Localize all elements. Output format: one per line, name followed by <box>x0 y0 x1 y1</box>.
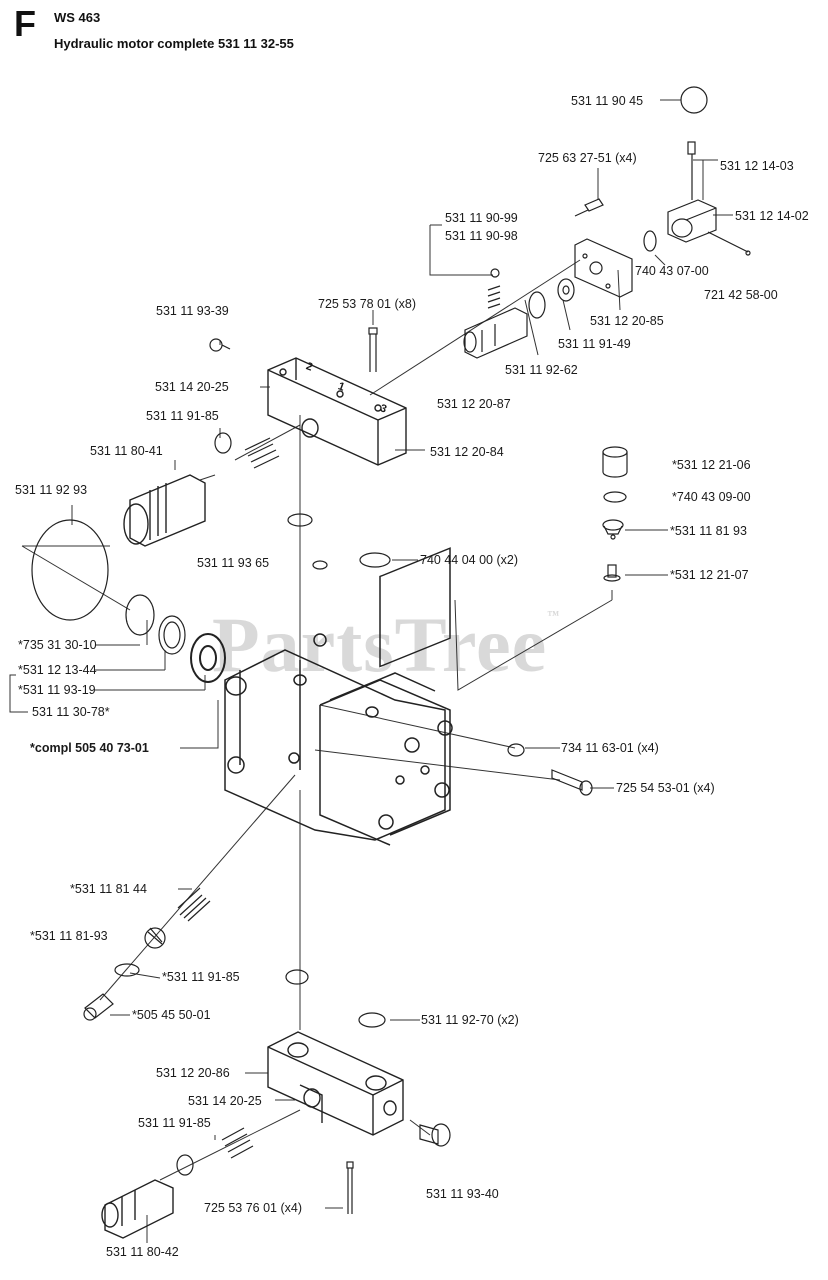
part-label: *531 11 81-93 <box>30 929 108 943</box>
upper-valve-block-part <box>267 357 407 466</box>
o-ring-part <box>359 552 391 568</box>
model-number: WS 463 <box>54 10 101 25</box>
small-screw-part <box>574 198 604 217</box>
part-label: 531 11 91-49 <box>558 337 631 351</box>
part-label: *735 31 30-10 <box>18 638 97 652</box>
shaft-seal-part <box>190 633 226 683</box>
part-label: 531 14 20-25 <box>188 1094 262 1108</box>
hex-plug-part <box>419 1123 451 1147</box>
o-ring-part <box>114 963 140 977</box>
part-label: 531 11 92-70 (x2) <box>421 1013 519 1027</box>
part-label: *531 11 91-85 <box>162 970 240 984</box>
valve-cap-part <box>602 446 628 478</box>
part-label: 740 44 04 00 (x2) <box>420 553 518 567</box>
lever-block-part <box>667 199 751 256</box>
o-ring-part <box>528 291 546 319</box>
part-label: 531 11 80-42 <box>106 1245 179 1259</box>
pin-part <box>687 141 696 200</box>
part-label: 531 11 91-85 <box>146 409 219 423</box>
part-label: 725 53 78 01 (x8) <box>318 297 416 311</box>
part-label: 531 12 20-85 <box>590 314 664 328</box>
hydraulic-motor-body <box>224 547 453 846</box>
spring-part <box>144 927 166 949</box>
washer-part <box>158 615 186 655</box>
watermark: PartsTree™ <box>212 600 560 690</box>
part-label: 531 11 93 65 <box>197 556 270 570</box>
part-label: 531 11 91-85 <box>138 1116 211 1130</box>
spring-part <box>214 432 280 469</box>
part-label: 531 12 20-84 <box>430 445 504 459</box>
part-label: 531 11 80-41 <box>90 444 163 458</box>
part-label: 531 11 92 93 <box>15 483 88 497</box>
cartridge-valve-part <box>123 474 206 547</box>
plug-part <box>83 993 114 1021</box>
watermark-text: PartsTree <box>212 601 548 688</box>
part-label: 531 11 90-99 <box>445 211 518 225</box>
o-ring-part <box>287 513 313 527</box>
part-label: 725 53 76 01 (x4) <box>204 1201 302 1215</box>
leader-lines <box>9 99 733 1243</box>
part-label: 531 11 93-40 <box>426 1187 499 1201</box>
part-label: *531 12 13-44 <box>18 663 97 677</box>
part-label: *740 43 09-00 <box>672 490 751 504</box>
long-bolt-part <box>346 1161 354 1214</box>
spring-part <box>176 1127 254 1176</box>
part-label: 531 11 92-62 <box>505 363 578 377</box>
washer-part <box>507 743 525 757</box>
part-label: 531 12 20-86 <box>156 1066 230 1080</box>
lower-valve-block-part <box>267 1031 404 1136</box>
part-label: 531 14 20-25 <box>155 380 229 394</box>
part-label: *531 11 93-19 <box>18 683 96 697</box>
large-o-ring-part <box>31 519 109 621</box>
long-bolt-part <box>368 327 378 372</box>
part-label: *531 12 21-06 <box>672 458 751 472</box>
plug-screw-part <box>209 338 231 352</box>
diagram-title: Hydraulic motor complete 531 11 32-55 <box>54 36 294 51</box>
o-ring-part <box>312 560 328 570</box>
part-label: 531 12 20-87 <box>437 397 511 411</box>
cap-part <box>680 86 708 114</box>
spring-ball-part <box>487 268 501 309</box>
valve-pin-part <box>603 564 621 582</box>
part-label: 531 12 14-02 <box>735 209 809 223</box>
section-letter: F <box>14 3 36 44</box>
washer-part <box>557 278 575 302</box>
part-label: 531 12 14-03 <box>720 159 794 173</box>
o-ring-part <box>358 1012 386 1028</box>
o-ring-part <box>603 491 627 503</box>
watermark-trademark: ™ <box>547 608 561 622</box>
retaining-ring-part <box>125 594 155 636</box>
cover-plate-part <box>574 238 633 298</box>
valve-seat-part <box>602 519 624 540</box>
part-label: 734 11 63-01 (x4) <box>561 741 659 755</box>
part-label: *531 11 81 93 <box>670 524 747 538</box>
part-label: 531 11 90-98 <box>445 229 518 243</box>
spring-part <box>177 887 211 922</box>
o-ring-part <box>285 969 309 985</box>
part-label: 531 11 90 45 <box>571 94 644 108</box>
part-label: 531 11 30-78* <box>32 705 110 719</box>
cartridge-valve-part <box>101 1179 174 1239</box>
part-label: 740 43 07-00 <box>635 264 709 278</box>
part-label: *531 11 81 44 <box>70 882 147 896</box>
part-label: 725 54 53-01 (x4) <box>616 781 715 795</box>
o-ring-part <box>643 230 657 252</box>
part-label: *531 12 21-07 <box>670 568 749 582</box>
cap-screw-part <box>551 769 593 796</box>
part-label: 531 11 93-39 <box>156 304 229 318</box>
part-label: 725 63 27-51 (x4) <box>538 151 637 165</box>
part-label: 721 42 58-00 <box>704 288 778 302</box>
part-label: *505 45 50-01 <box>132 1008 211 1022</box>
spool-part <box>463 307 528 359</box>
part-label: *compl 505 40 73-01 <box>30 741 149 755</box>
